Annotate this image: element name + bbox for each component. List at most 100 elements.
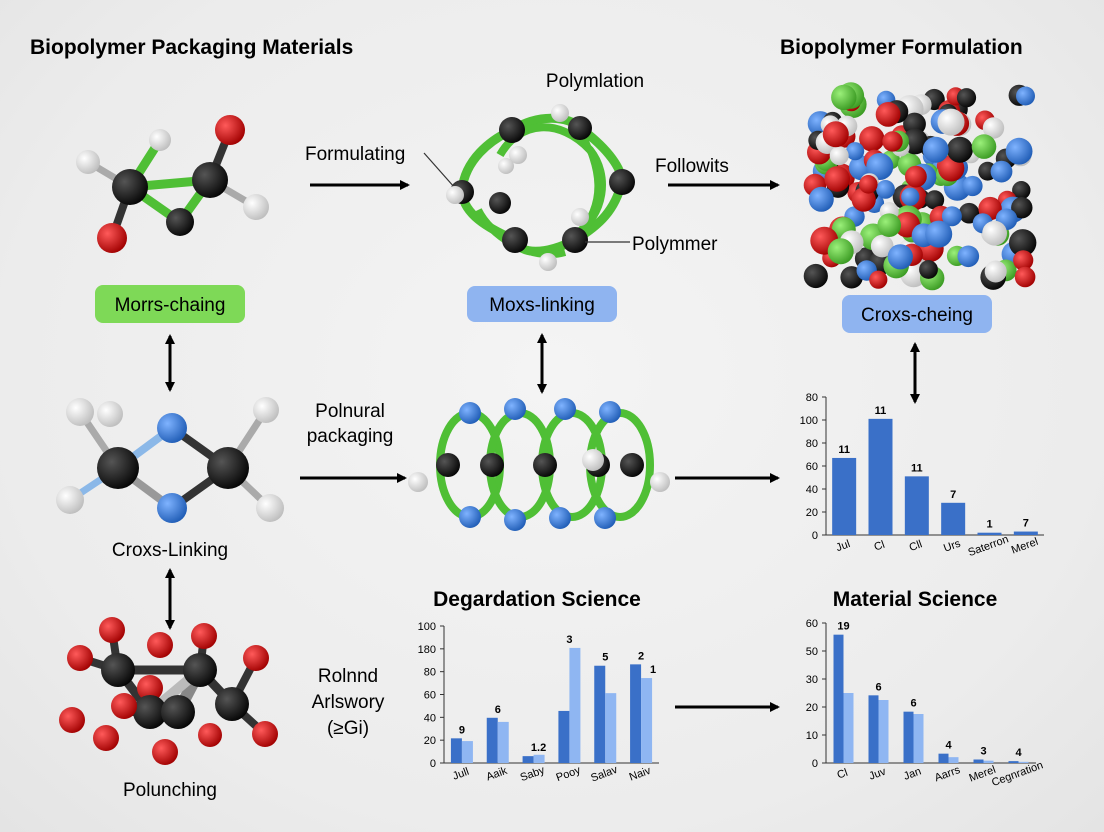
x-tick-label: Naiv [628, 765, 653, 784]
cluster-atom [1012, 181, 1031, 200]
bar [641, 678, 653, 763]
cluster-atom [866, 153, 894, 180]
x-tick-label: Aaik [485, 765, 510, 784]
cluster-atom [877, 213, 901, 237]
x-tick-label: Pooy [555, 764, 583, 784]
x-tick-label: Cegnration [990, 759, 1045, 789]
bar [1008, 761, 1019, 763]
y-tick-label: 10 [806, 730, 818, 742]
bar [878, 700, 889, 763]
cluster-atom [990, 160, 1013, 183]
bar [868, 695, 879, 763]
x-tick-label: Saby [519, 764, 547, 784]
data-label: 7 [1023, 518, 1029, 530]
pill-blue-right-text: Croxs-cheing [861, 305, 973, 326]
data-label: 4 [945, 740, 952, 752]
y-tick-label: 0 [812, 530, 818, 542]
cluster-atom [859, 126, 885, 152]
y-tick-label: 0 [430, 758, 436, 770]
x-tick-label: Urs [942, 537, 963, 554]
data-label: 6 [495, 704, 501, 716]
data-label: 19 [837, 621, 849, 633]
data-label: 1 [986, 519, 992, 531]
y-tick-label: 0 [812, 758, 818, 770]
helix-atoms [408, 398, 670, 531]
cluster-atom [971, 134, 997, 159]
bar [941, 502, 966, 535]
molecule-polymer-cluster [59, 617, 278, 765]
data-label: 5 [602, 652, 608, 664]
bar [983, 760, 994, 763]
data-label: 3 [566, 634, 572, 646]
molecule-cube-cluster [803, 82, 1037, 291]
cluster-atom [1009, 229, 1037, 257]
bar [904, 476, 929, 535]
bar [977, 532, 1002, 535]
label-followits: Followits [655, 156, 729, 177]
pill-morrs-chaing: Morrs-chaing [95, 285, 245, 323]
pill-green-text: Morrs-chaing [115, 295, 226, 316]
cluster-atom [925, 220, 953, 248]
y-tick-label: 30 [806, 674, 818, 686]
data-label: 7 [950, 489, 956, 501]
cluster-atom [982, 117, 1005, 139]
cluster-atom [937, 108, 965, 136]
y-tick-label: 40 [806, 484, 818, 496]
cluster-atom [905, 165, 927, 188]
pill-moxs-linking: Moxs-linking [467, 286, 617, 322]
cluster-atom [851, 187, 876, 212]
data-label: 11 [875, 405, 887, 417]
x-tick-label: Salav [589, 764, 619, 785]
label-poltural-line1: Polnural [315, 401, 385, 422]
bar [1013, 531, 1038, 535]
y-tick-label: 80 [806, 438, 818, 450]
label-rolnnd-line3: (≥Gi) [327, 718, 369, 739]
cluster-atom [822, 121, 849, 148]
cluster-atom [827, 238, 854, 265]
cluster-atom [984, 260, 1007, 283]
cluster-atom [957, 245, 980, 268]
y-tick-label: 20 [806, 507, 818, 519]
cluster-atom [901, 187, 920, 206]
label-polymlation: Polymlation [546, 71, 644, 92]
cluster-atom [803, 263, 828, 289]
bar [913, 714, 924, 763]
cluster-atom [876, 180, 895, 199]
cluster-atom [808, 186, 834, 212]
molecule-monomer [76, 115, 269, 253]
x-tick-label: Cl [873, 539, 887, 554]
data-label: 3 [980, 746, 986, 758]
x-tick-label: Saterron [967, 533, 1011, 559]
y-tick-label: 80 [424, 667, 436, 679]
bar [832, 457, 857, 535]
cluster-atom [882, 131, 903, 152]
data-label: 11 [911, 462, 923, 474]
cluster-atom [922, 136, 949, 163]
label-croxs-linking: Croxs-Linking [112, 540, 228, 561]
label-rolnnd-line1: Rolnnd [318, 666, 378, 687]
cluster-atom [846, 142, 865, 161]
label-poltural-line2: packaging [307, 426, 394, 447]
bar [594, 665, 606, 763]
x-tick-label: Merel [1010, 536, 1040, 557]
title-degradation: Degardation Science [433, 588, 641, 611]
y-tick-label: 60 [806, 618, 818, 630]
pill-croxs-cheing: Croxs-cheing [842, 295, 992, 333]
bar [569, 647, 581, 763]
y-tick-label: 80 [806, 392, 818, 404]
bar [486, 717, 498, 763]
data-label: 1 [650, 664, 656, 676]
cluster-atom [1005, 137, 1033, 165]
cluster-atom [1016, 86, 1035, 106]
x-tick-label: Aarrs [933, 764, 962, 784]
bar [938, 753, 949, 763]
x-tick-label: Jan [902, 766, 923, 783]
leader-formulating [423, 152, 456, 189]
y-tick-label: 40 [424, 712, 436, 724]
bar [868, 418, 893, 535]
data-label: 2 [638, 650, 644, 662]
bar [948, 757, 959, 763]
y-tick-label: 50 [806, 646, 818, 658]
